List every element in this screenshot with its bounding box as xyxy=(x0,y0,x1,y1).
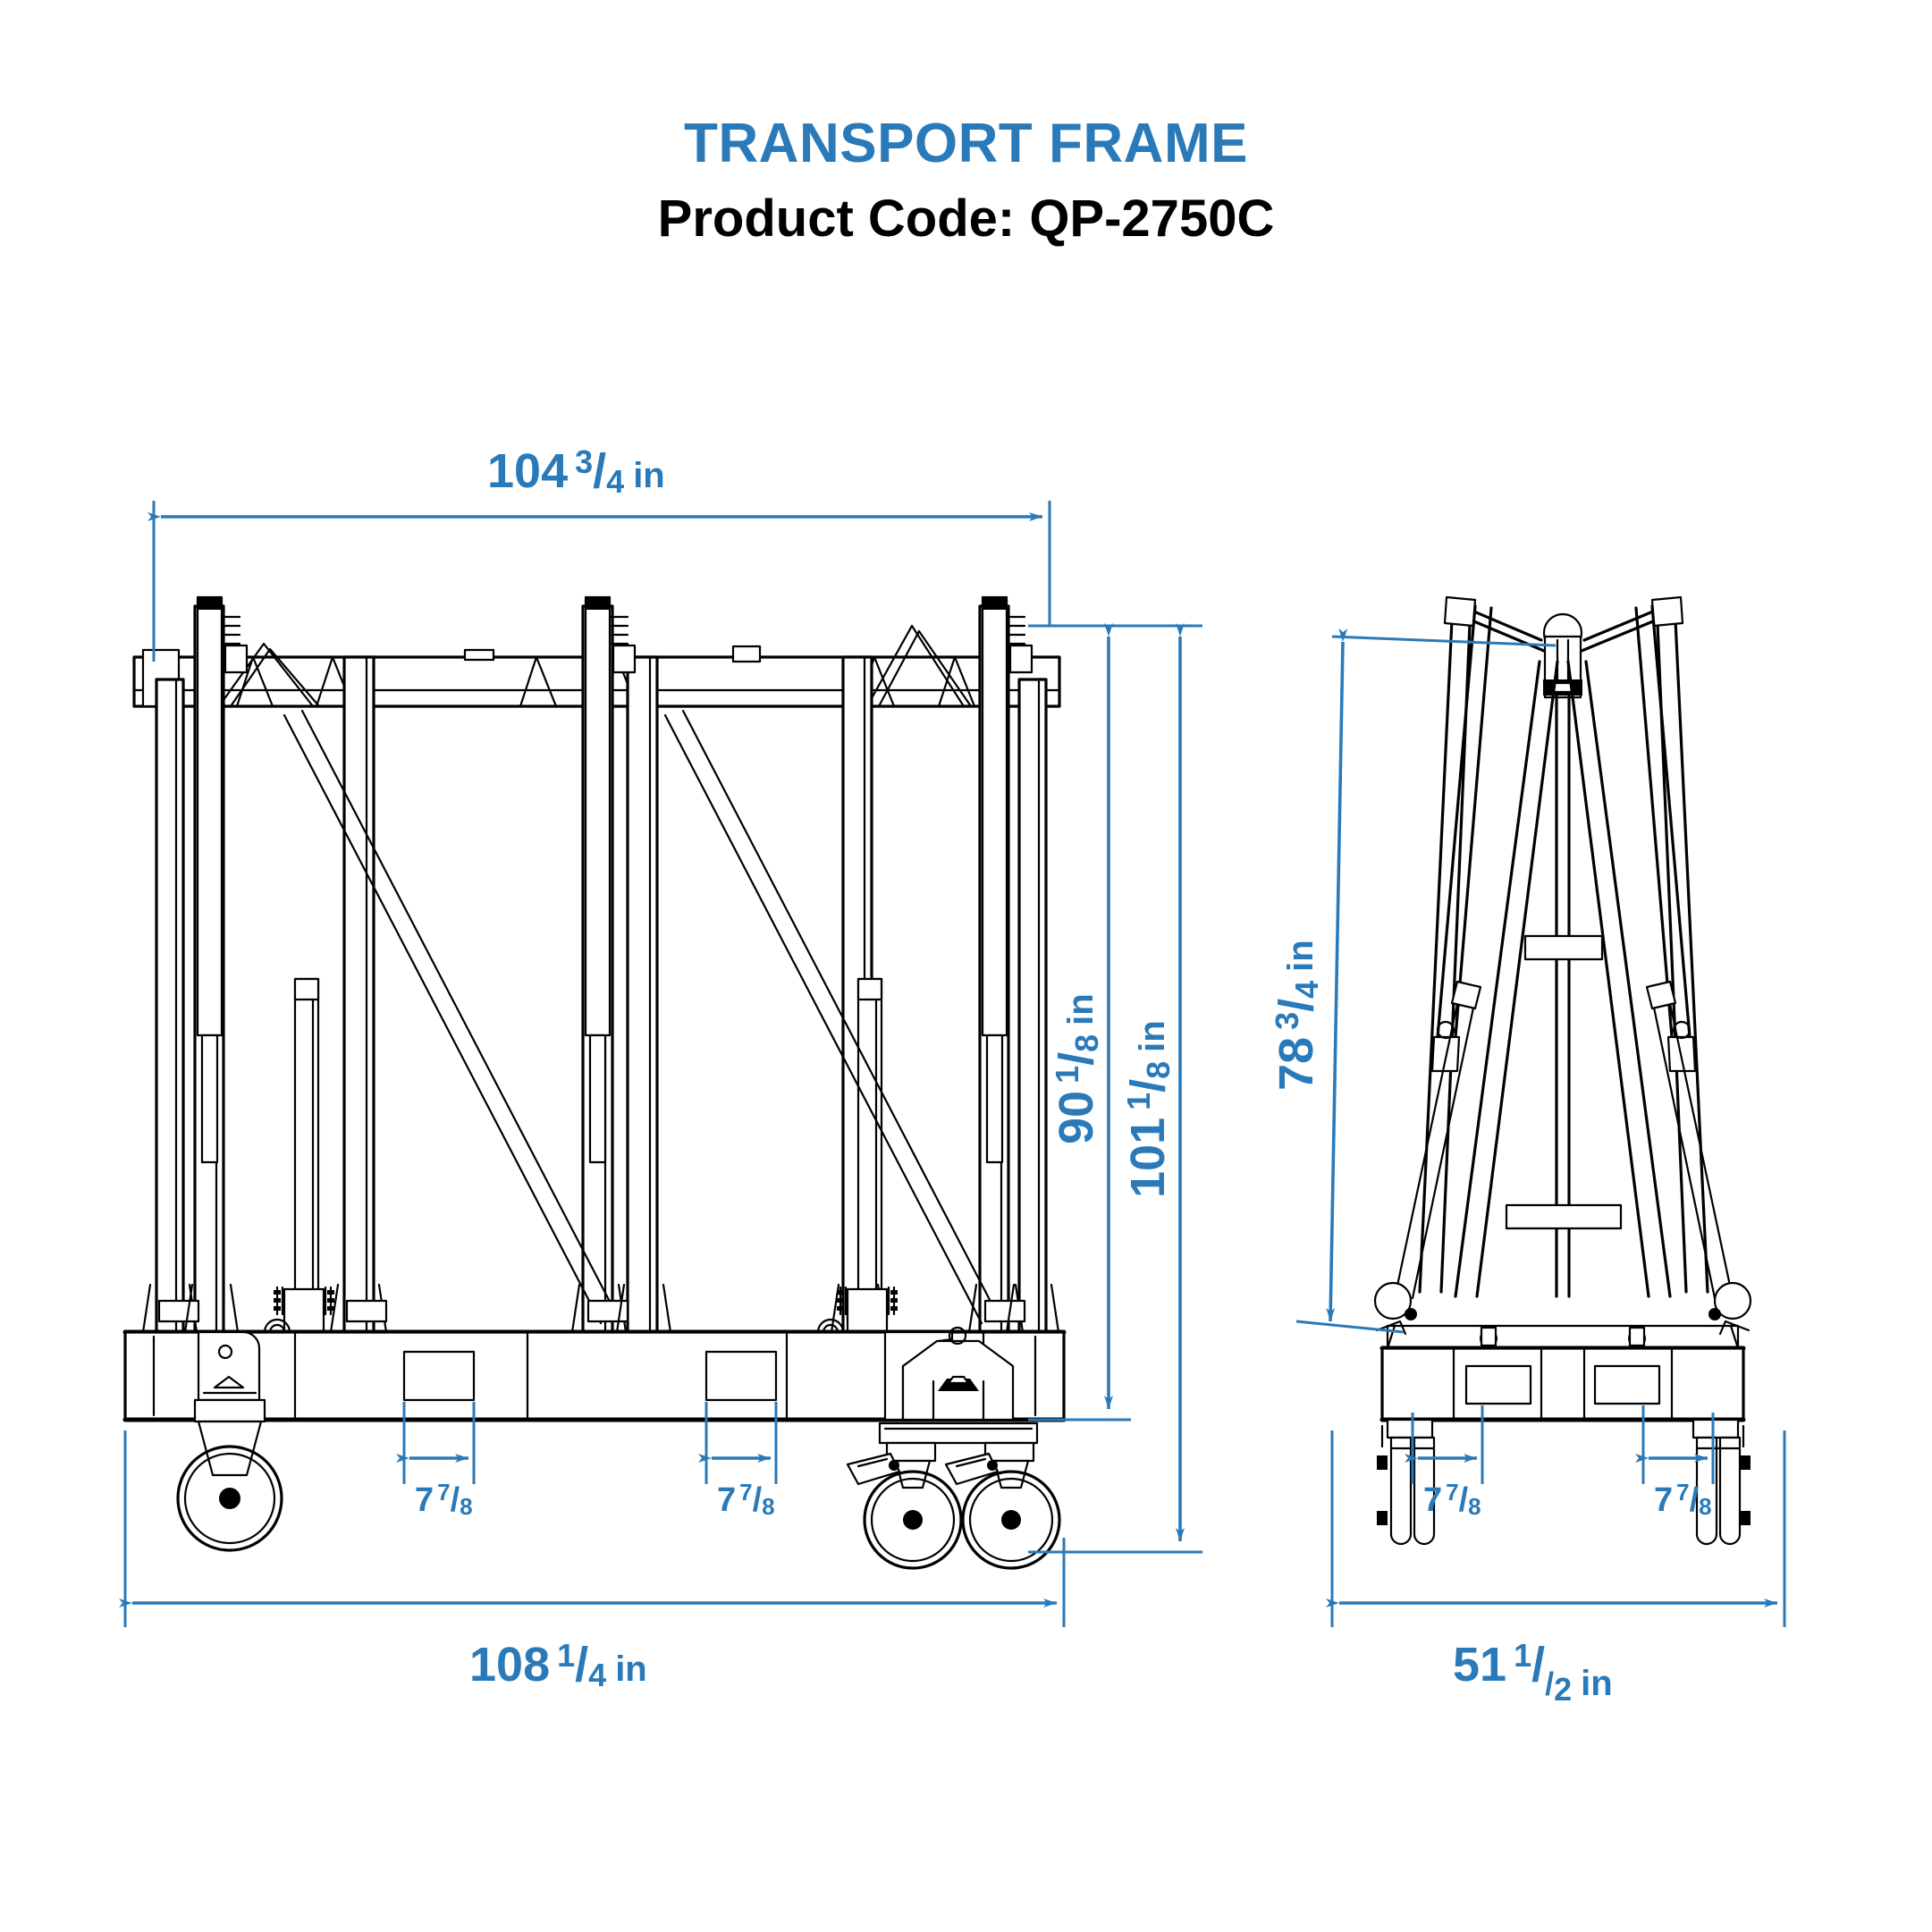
base-top-plate xyxy=(1386,1324,1740,1350)
corner-knuckle-right xyxy=(1708,1281,1752,1336)
top-a-braces xyxy=(217,624,973,708)
diagonal-braces xyxy=(283,709,1001,1325)
dim-label-front-height-inner: 901/8in xyxy=(1049,993,1105,1144)
folded-leg-outer-right xyxy=(1634,595,1709,1294)
folded-props xyxy=(1393,980,1734,1300)
caster-cluster-right xyxy=(846,1326,1061,1570)
ladder-rungs xyxy=(1505,934,1623,1230)
end-casters-right xyxy=(1692,1418,1751,1546)
apex-hub xyxy=(1542,612,1583,699)
product-code: Product Code: QP-2750C xyxy=(657,190,1275,249)
end-casters-left xyxy=(1377,1418,1436,1546)
fork-pockets xyxy=(402,1350,778,1402)
dim-label-front-height-overall: 1011/8in xyxy=(1120,1020,1177,1198)
dimension-end-height: 783/4in xyxy=(1269,628,1557,1334)
beam-tab xyxy=(463,648,495,662)
dimension-front-height-inner: 901/8in xyxy=(1028,623,1131,1422)
caster-left xyxy=(176,1330,283,1552)
title-block: TRANSPORT FRAME Product Code: QP-2750C xyxy=(0,114,1932,247)
front-elevation-view xyxy=(122,595,1067,1570)
lifting-eyes xyxy=(263,1318,845,1334)
folded-leg-outer-left xyxy=(1418,595,1493,1294)
telescoping-cylinders xyxy=(196,595,1033,1164)
dimension-front-height-overall: 1011/8in xyxy=(1028,623,1202,1554)
short-posts xyxy=(293,977,883,1334)
base-hinge-pins xyxy=(1480,1326,1646,1347)
base-hinge-hardware xyxy=(274,1286,898,1334)
dim-label-end-height: 783/4in xyxy=(1269,940,1325,1091)
inner-a-frame xyxy=(1454,660,1672,1298)
page-title: TRANSPORT FRAME xyxy=(684,113,1248,174)
corner-knuckle-left xyxy=(1373,1281,1417,1336)
end-elevation-view xyxy=(1373,595,1752,1546)
end-base-frame xyxy=(1379,1346,1746,1422)
